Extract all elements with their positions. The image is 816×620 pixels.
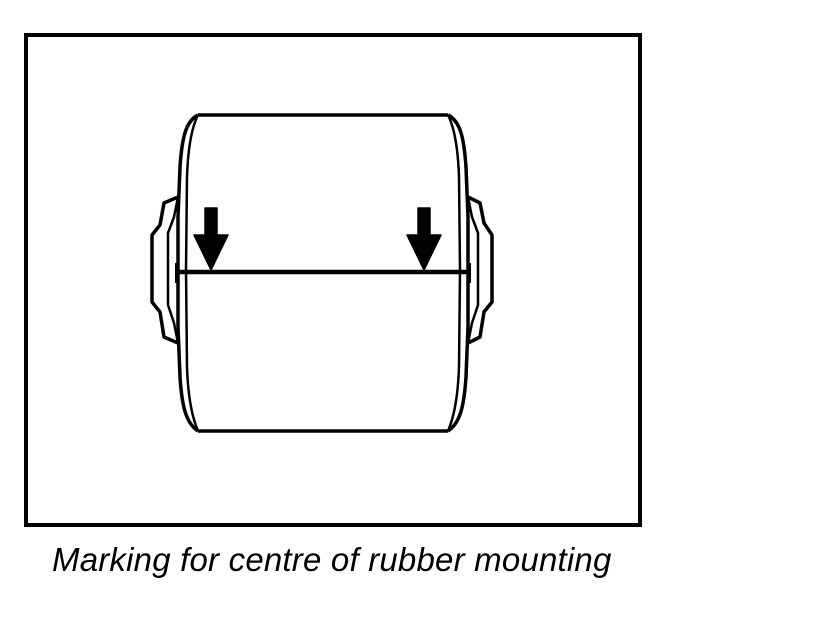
rubber-body-right-edge-inner xyxy=(446,114,462,432)
diagram-frame xyxy=(24,33,642,527)
left-end-flange-inner xyxy=(166,196,180,344)
figure-caption: Marking for centre of rubber mounting xyxy=(52,541,612,578)
right-marking-arrow-icon xyxy=(406,207,442,271)
rubber-mounting-diagram xyxy=(150,113,494,433)
rubber-body-left-edge-inner xyxy=(184,114,200,432)
right-end-flange-inner xyxy=(466,196,480,344)
right-end-flange xyxy=(467,195,494,345)
left-end-flange xyxy=(150,195,179,345)
left-marking-arrow-icon xyxy=(193,207,229,271)
